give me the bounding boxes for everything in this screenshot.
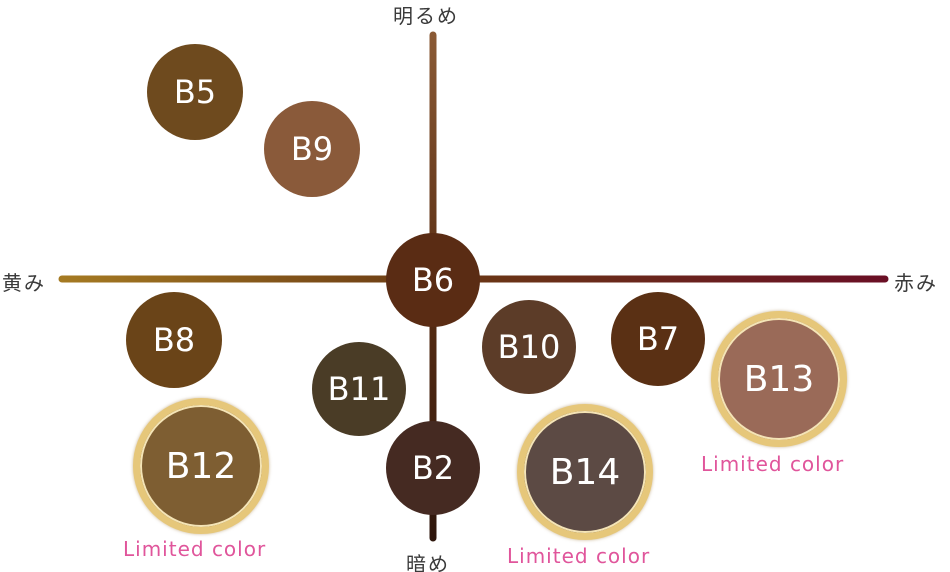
swatch-b2[interactable]: B2 bbox=[386, 421, 480, 515]
limited-color-label-b12: Limited color bbox=[123, 537, 267, 561]
axis-label-bottom: 暗め bbox=[406, 552, 450, 572]
swatch-b13[interactable]: B13 bbox=[711, 311, 847, 447]
axis-label-left: 黄み bbox=[2, 271, 46, 295]
swatch-b9[interactable]: B9 bbox=[264, 101, 360, 197]
swatch-b14[interactable]: B14 bbox=[517, 404, 653, 540]
swatch-label: B8 bbox=[152, 321, 196, 359]
limited-color-label-b14: Limited color bbox=[507, 544, 651, 568]
swatch-b5[interactable]: B5 bbox=[147, 44, 243, 140]
swatch-label: B13 bbox=[743, 358, 815, 400]
limited-color-label-b13: Limited color bbox=[701, 452, 845, 476]
axis-label-right: 赤み bbox=[894, 271, 938, 295]
swatch-b10[interactable]: B10 bbox=[482, 300, 576, 394]
swatch-b7[interactable]: B7 bbox=[611, 292, 705, 386]
swatch-label: B6 bbox=[411, 261, 455, 299]
swatch-label: B2 bbox=[411, 449, 455, 487]
swatch-label: B7 bbox=[636, 320, 680, 358]
swatch-label: B9 bbox=[290, 130, 334, 168]
swatch-label: B14 bbox=[549, 451, 621, 493]
swatch-b8[interactable]: B8 bbox=[126, 292, 222, 388]
swatch-label: B12 bbox=[165, 445, 237, 487]
swatch-label: B10 bbox=[497, 328, 561, 366]
swatch-b11[interactable]: B11 bbox=[312, 342, 406, 436]
swatch-label: B11 bbox=[327, 370, 391, 408]
swatch-b12[interactable]: B12 bbox=[133, 398, 269, 534]
swatch-b6[interactable]: B6 bbox=[386, 233, 480, 327]
axis-label-top: 明るめ bbox=[393, 4, 459, 28]
swatch-label: B5 bbox=[173, 73, 217, 111]
